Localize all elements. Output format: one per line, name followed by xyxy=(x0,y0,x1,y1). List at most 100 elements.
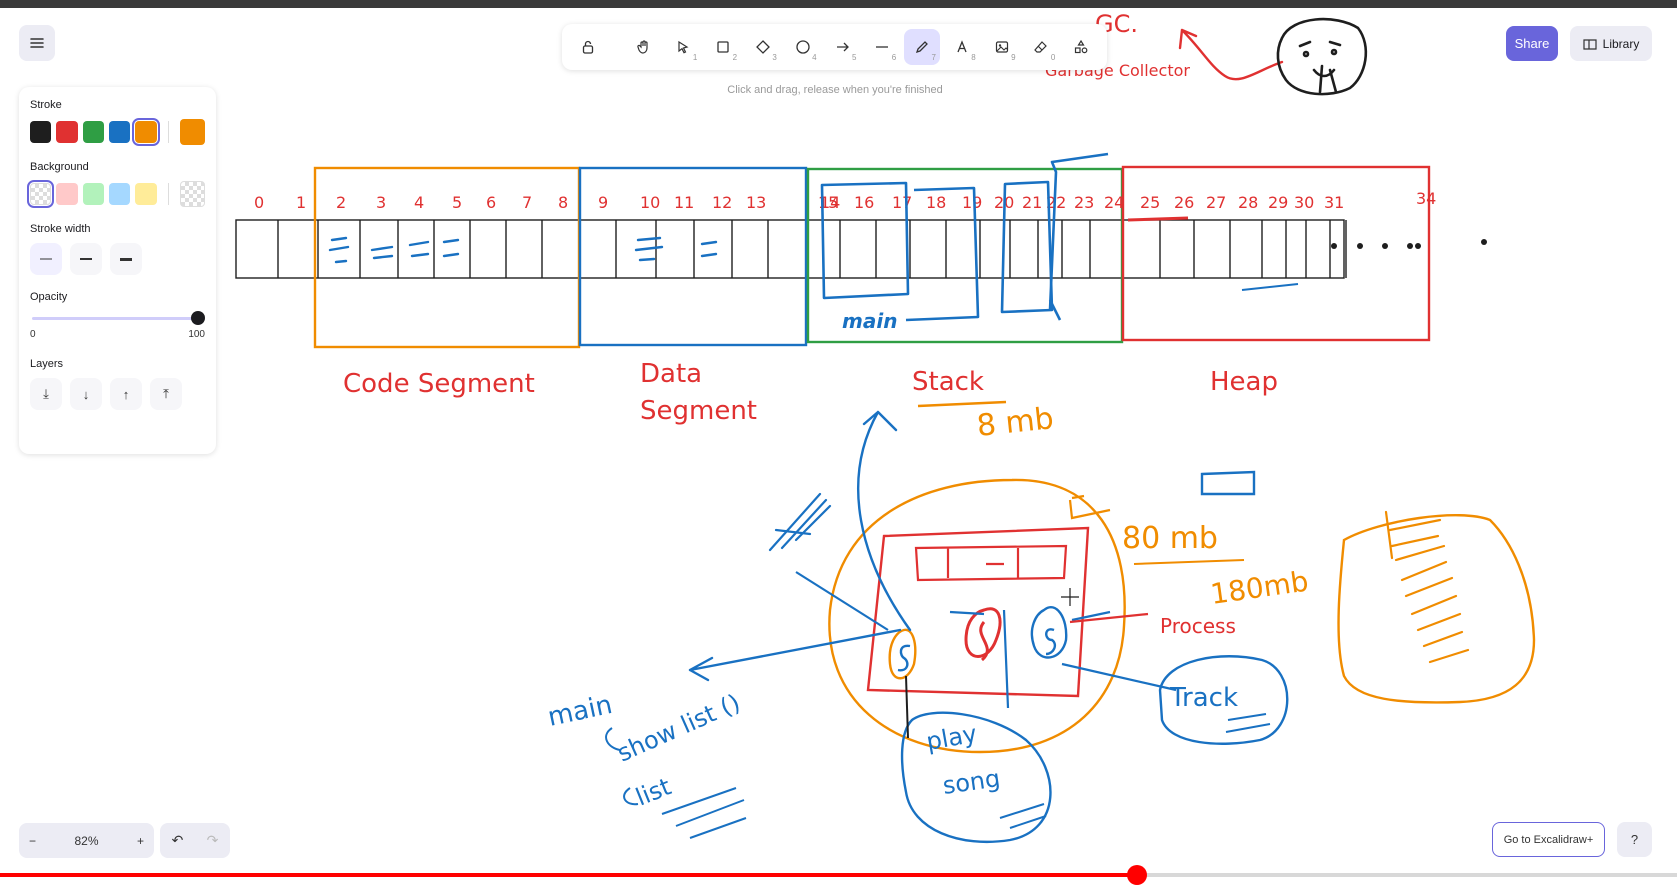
background-current-color[interactable] xyxy=(179,181,206,207)
tool-image[interactable]: 9 xyxy=(984,29,1020,65)
library-label: Library xyxy=(1602,36,1640,51)
memory-strip xyxy=(235,219,1347,279)
thin-line-icon xyxy=(40,258,52,260)
stack-size-note: 8 mb xyxy=(975,401,1055,444)
stroke-color-orange[interactable] xyxy=(132,118,160,146)
help-button[interactable]: ? xyxy=(1617,822,1652,857)
opacity-thumb[interactable] xyxy=(191,311,205,325)
process-label: Process xyxy=(1160,614,1236,638)
extra-bold-line-icon xyxy=(120,257,132,261)
stroke-current-color[interactable] xyxy=(179,119,205,145)
cell-number: 16 xyxy=(854,193,874,212)
stroke-width-extra-bold[interactable] xyxy=(110,243,142,275)
stack-frames xyxy=(820,152,1109,322)
play-song-connector xyxy=(905,675,909,739)
tool-extra[interactable] xyxy=(1063,29,1099,65)
stack-label: Stack xyxy=(912,367,984,397)
main-menu-button[interactable] xyxy=(19,25,55,61)
pointer-icon xyxy=(678,40,689,54)
redo-icon[interactable]: ↷ xyxy=(206,832,219,848)
tool-line[interactable]: 6 xyxy=(864,29,900,65)
list-note: list xyxy=(632,772,675,811)
tool-key: 6 xyxy=(891,53,897,62)
tool-hand[interactable] xyxy=(626,29,662,65)
properties-panel: Stroke Background Stroke width Opacity 0… xyxy=(19,87,216,454)
cell-number: 10 xyxy=(640,193,660,212)
cell-number: 30 xyxy=(1294,193,1314,212)
send-backward-button[interactable]: ↓ xyxy=(70,378,102,410)
cell-number: 2 xyxy=(336,193,346,212)
stroke-color-blue[interactable] xyxy=(109,121,131,143)
cell-number: 12 xyxy=(712,193,732,212)
stroke-width-thin[interactable] xyxy=(30,243,62,275)
zoom-out-button[interactable]: − xyxy=(29,833,37,848)
background-color-green[interactable] xyxy=(82,183,105,205)
data-segment-box xyxy=(578,166,808,347)
cell-number: 18 xyxy=(926,193,946,212)
instruction-scribbles xyxy=(328,236,718,264)
send-to-back-button[interactable]: ⤓ xyxy=(30,378,62,410)
cell-number: 8 xyxy=(558,193,568,212)
orange-document-lines xyxy=(1384,510,1470,664)
play-label: play xyxy=(924,720,979,756)
undo-icon[interactable]: ↶ xyxy=(171,832,184,848)
video-scrubber[interactable] xyxy=(1127,865,1147,885)
stroke-width-options xyxy=(30,243,205,275)
process-stack-arrow xyxy=(857,410,912,632)
tool-draw[interactable]: 7 xyxy=(904,29,940,65)
code-segment-label: Code Segment xyxy=(343,369,535,399)
tool-key: 9 xyxy=(1011,53,1016,62)
zoom-level[interactable]: 82% xyxy=(74,833,99,848)
image-icon xyxy=(995,41,1008,53)
play-song-ellipse xyxy=(900,711,1052,844)
tool-key: 4 xyxy=(812,53,817,62)
bring-to-front-button[interactable]: ⤒ xyxy=(150,378,182,410)
send-to-back-icon: ⤓ xyxy=(43,386,49,401)
bring-forward-button[interactable]: ↑ xyxy=(110,378,142,410)
tool-selection[interactable]: 1 xyxy=(665,29,701,65)
cell-number: 0 xyxy=(254,193,264,212)
send-backward-icon: ↓ xyxy=(82,386,90,402)
code-segment-box xyxy=(313,166,581,349)
tool-rectangle[interactable]: 2 xyxy=(705,29,741,65)
tool-key: 5 xyxy=(851,53,857,62)
share-button[interactable]: Share xyxy=(1506,26,1558,61)
stroke-color-red[interactable] xyxy=(56,121,78,143)
track-underline xyxy=(1225,713,1271,733)
tool-text[interactable]: 8 xyxy=(944,29,980,65)
process-orange-boundary xyxy=(828,478,1126,754)
tool-arrow[interactable]: 5 xyxy=(825,29,861,65)
cell-number: 13 xyxy=(746,193,766,212)
opacity-min-label: 0 xyxy=(30,329,36,340)
heap-label: Heap xyxy=(1210,367,1278,397)
opacity-slider[interactable] xyxy=(32,311,205,325)
background-color-transparent[interactable] xyxy=(26,180,55,208)
tool-diamond[interactable]: 3 xyxy=(745,29,781,65)
cell-number: 28 xyxy=(1238,193,1258,212)
process-thread-left-s xyxy=(897,644,911,672)
rectangle-icon xyxy=(717,41,729,53)
library-button[interactable]: Library xyxy=(1570,26,1652,61)
stroke-color-green[interactable] xyxy=(82,121,105,143)
stroke-color-black[interactable] xyxy=(30,121,52,143)
background-color-blue[interactable] xyxy=(109,183,131,205)
main-toolbar: 1 2 3 4 5 6 7 8 9 0 xyxy=(562,24,1107,70)
tool-eraser[interactable]: 0 xyxy=(1024,29,1060,65)
background-color-red[interactable] xyxy=(56,183,78,205)
cell-number: 5 xyxy=(452,193,462,212)
tool-lock[interactable] xyxy=(570,29,606,65)
video-progress-bar[interactable] xyxy=(0,865,1677,885)
video-progress-fill xyxy=(0,873,1137,877)
go-to-excalidraw-plus-button[interactable]: Go to Excalidraw+ xyxy=(1492,822,1605,857)
stroke-width-bold[interactable] xyxy=(70,243,102,275)
cell-number: 22 xyxy=(1046,193,1066,212)
background-color-yellow[interactable] xyxy=(135,183,157,205)
gc-arrow xyxy=(1178,28,1284,81)
process-connectors xyxy=(795,571,1177,709)
tool-ellipse[interactable]: 4 xyxy=(785,29,821,65)
zoom-in-button[interactable]: + xyxy=(136,833,144,848)
cell-number: 23 xyxy=(1074,193,1094,212)
cell-number: 29 xyxy=(1268,193,1288,212)
